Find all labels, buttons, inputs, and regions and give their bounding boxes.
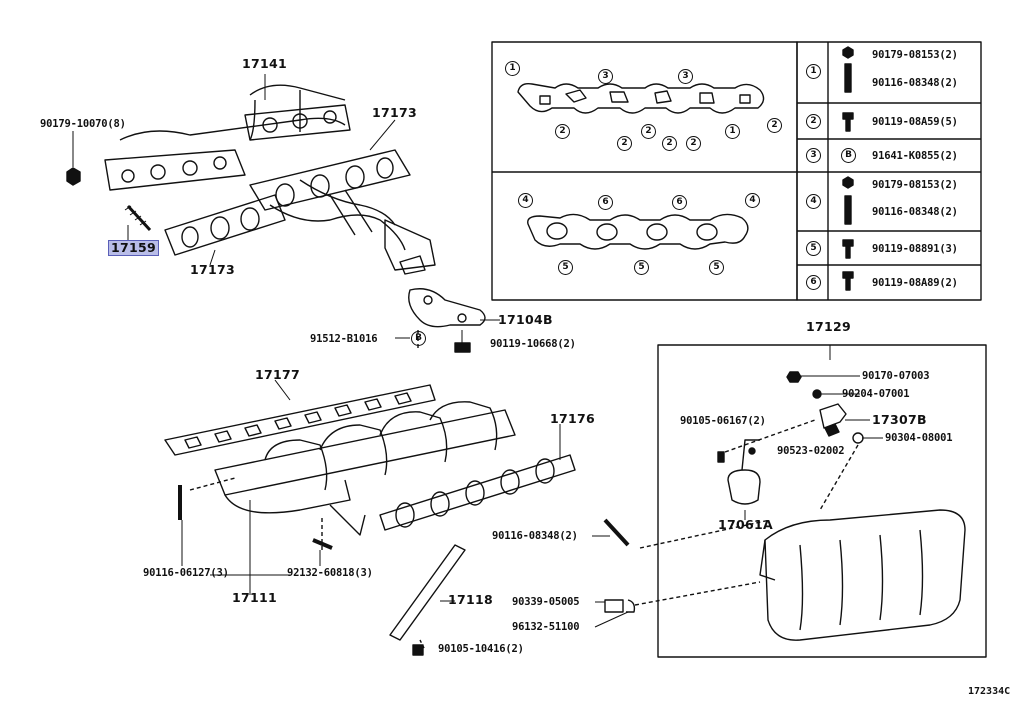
callout-lower-5b: 5 — [634, 260, 649, 275]
table-row-6-number: 6 — [806, 275, 821, 290]
callout-lower-4a: 4 — [518, 193, 533, 208]
callout-upper-1a: 1 — [505, 61, 520, 76]
part-label-90523-02002[interactable]: 90523-02002 — [777, 445, 845, 457]
exhaust-manifold-drawing — [66, 84, 436, 275]
part-label-17118[interactable]: 17118 — [448, 592, 493, 607]
part-label-17177[interactable]: 17177 — [255, 367, 300, 382]
callout-upper-3b: 3 — [678, 69, 693, 84]
leader-lines — [72, 74, 883, 628]
table-row-4-item-2[interactable]: 90116-08348(2) — [872, 206, 958, 218]
part-label-91512-b1016[interactable]: 91512-B1016 — [310, 333, 378, 345]
part-label-17129[interactable]: 17129 — [806, 319, 851, 334]
part-label-92132-60818[interactable]: 92132-60818(3) — [287, 567, 373, 579]
callout-upper-2e: 2 — [686, 136, 701, 151]
callout-upper-2d: 2 — [662, 136, 677, 151]
table-row-1-item-1[interactable]: 90179-08153(2) — [872, 49, 958, 61]
table-row-3-item-1[interactable]: 91641-K0855(2) — [872, 150, 958, 162]
part-label-17159-highlighted[interactable]: 17159 — [108, 240, 159, 256]
callout-upper-1b: 1 — [725, 124, 740, 139]
callout-upper-2a: 2 — [555, 124, 570, 139]
part-label-17111[interactable]: 17111 — [232, 590, 277, 605]
part-label-17173-bottom[interactable]: 17173 — [190, 262, 235, 277]
callout-lower-4b: 4 — [745, 193, 760, 208]
table-row-1-item-2[interactable]: 90116-08348(2) — [872, 77, 958, 89]
part-label-17173-top[interactable]: 17173 — [372, 105, 417, 120]
table-row-2-item-1[interactable]: 90119-08A59(5) — [872, 116, 958, 128]
callout-upper-2b: 2 — [617, 136, 632, 151]
parts-table-frame — [796, 41, 982, 301]
part-label-90105-10416[interactable]: 90105-10416(2) — [438, 643, 524, 655]
callout-lower-5c: 5 — [709, 260, 724, 275]
plenum-box — [603, 344, 987, 658]
marker-b-circle: B — [411, 331, 426, 346]
intake-manifold-drawing — [164, 384, 576, 656]
part-label-17307b[interactable]: 17307B — [872, 412, 927, 427]
part-label-96132-51100[interactable]: 96132-51100 — [512, 621, 580, 633]
table-row-1-number: 1 — [806, 64, 821, 79]
part-label-17104b[interactable]: 17104B — [498, 312, 553, 327]
table-row-3-number: 3 — [806, 148, 821, 163]
part-label-17061a[interactable]: 17061A — [718, 517, 773, 532]
part-label-90105-06167[interactable]: 90105-06167(2) — [680, 415, 766, 427]
bracket-17104b-drawing — [408, 288, 486, 353]
callout-upper-2f: 2 — [767, 118, 782, 133]
table-row-2-number: 2 — [806, 114, 821, 129]
callout-upper-2c: 2 — [641, 124, 656, 139]
table-row-6-item-1[interactable]: 90119-08A89(2) — [872, 277, 958, 289]
callout-lower-6b: 6 — [672, 195, 687, 210]
part-label-90179-10070[interactable]: 90179-10070(8) — [40, 118, 126, 130]
callout-lower-6a: 6 — [598, 195, 613, 210]
part-label-17176[interactable]: 17176 — [550, 411, 595, 426]
part-label-90116-08348[interactable]: 90116-08348(2) — [492, 530, 578, 542]
part-label-90119-10668[interactable]: 90119-10668(2) — [490, 338, 576, 350]
part-label-90170-07003[interactable]: 90170-07003 — [862, 370, 930, 382]
part-label-90204-07001[interactable]: 90204-07001 — [842, 388, 910, 400]
table-row-4-number: 4 — [806, 194, 821, 209]
page-code: 172334C — [968, 686, 1011, 697]
table-row-5-number: 5 — [806, 241, 821, 256]
part-label-90339-05005[interactable]: 90339-05005 — [512, 596, 580, 608]
table-b-marker: B — [841, 148, 856, 163]
callout-lower-5a: 5 — [558, 260, 573, 275]
part-label-90304-08001[interactable]: 90304-08001 — [885, 432, 953, 444]
table-row-5-item-1[interactable]: 90119-08891(3) — [872, 243, 958, 255]
callout-upper-3a: 3 — [598, 69, 613, 84]
part-label-90116-06127[interactable]: 90116-06127(3) — [143, 567, 229, 579]
table-row-4-item-1[interactable]: 90179-08153(2) — [872, 179, 958, 191]
part-label-17141[interactable]: 17141 — [242, 56, 287, 71]
